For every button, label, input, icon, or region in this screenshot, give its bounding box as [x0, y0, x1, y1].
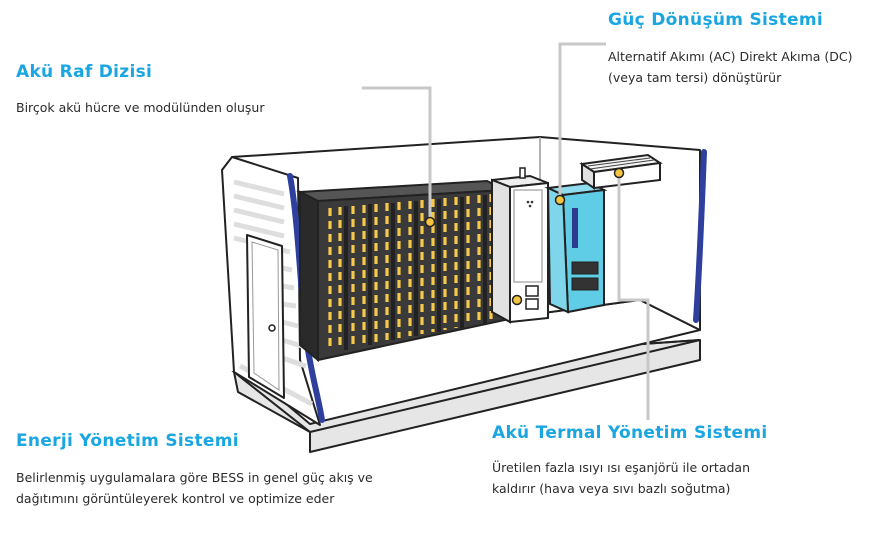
battery-rack-description: Birçok akü hücre ve modülünden oluşur [16, 100, 265, 115]
marker-power-conversion [554, 194, 566, 206]
ems-cabinet [491, 167, 549, 324]
marker-battery-rack [424, 216, 436, 228]
power-conversion-title: Güç Dönüşüm Sistemi [608, 10, 823, 30]
pcs-cabinet [544, 181, 608, 314]
container-door [246, 234, 285, 399]
callout-markers [424, 167, 625, 306]
energy-management-description: Belirlenmiş uygulamalara göre BESS in ge… [16, 470, 373, 506]
battery-rack-title: Akü Raf Dizisi [16, 62, 153, 82]
marker-energy-management [511, 294, 523, 306]
thermal-management-description: Üretilen fazla ısıyı ısı eşanjörü ile or… [492, 460, 751, 496]
battery-cell-grid [328, 194, 493, 350]
leader-line-power-conversion [558, 42, 606, 200]
thermal-management-title: Akü Termal Yönetim Sistemi [492, 423, 768, 443]
power-conversion-description: Alternatif Akımı (AC) Direkt Akıma (DC) … [608, 49, 853, 85]
leader-line-battery-rack [362, 86, 432, 222]
energy-management-title: Enerji Yönetim Sistemi [16, 431, 239, 451]
battery-rack [296, 179, 509, 363]
container-right-edge [693, 149, 707, 323]
marker-thermal-management [613, 167, 625, 179]
leader-lines [362, 42, 650, 420]
thermal-ac-unit [579, 153, 663, 190]
leader-line-thermal-management [617, 173, 650, 420]
